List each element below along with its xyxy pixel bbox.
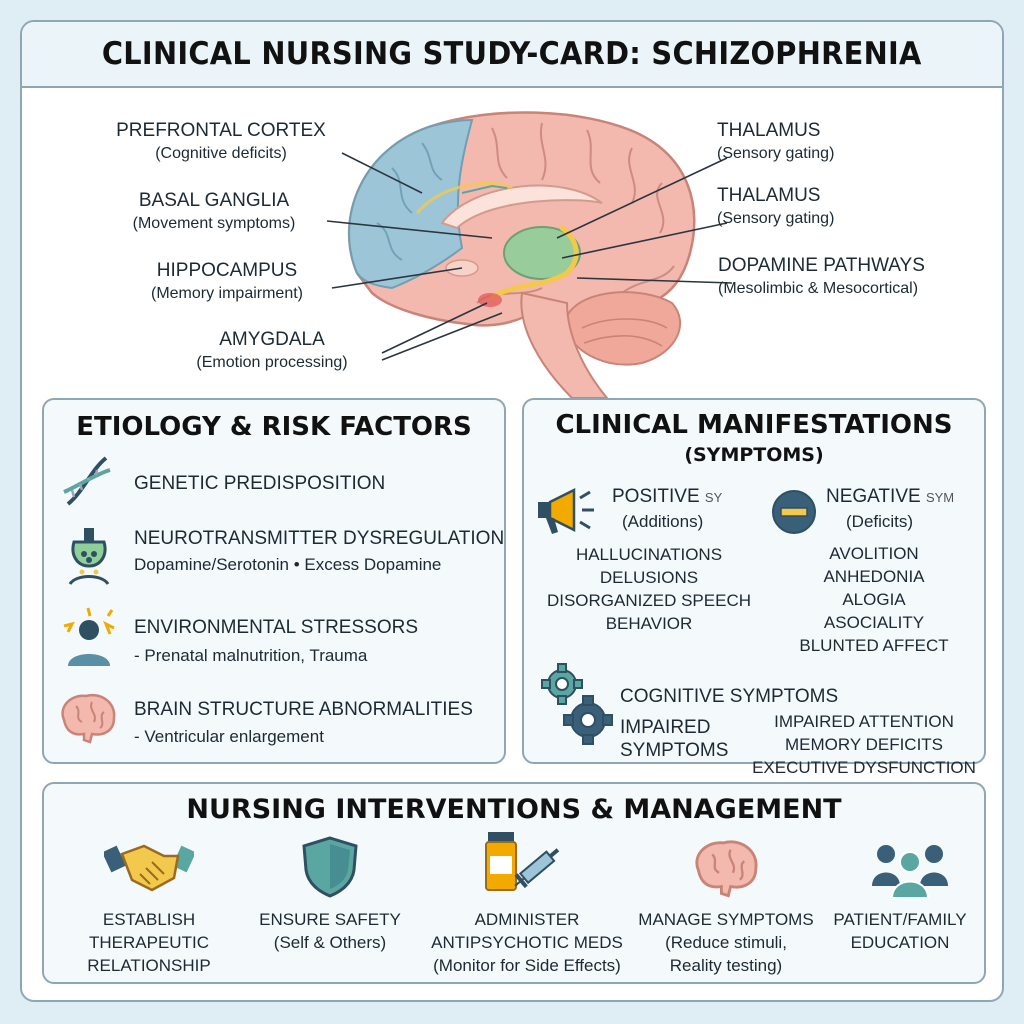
list-item: MEMORY DEFICITS — [784, 735, 944, 754]
cognitive-left: IMPAIRED SYMPTOMS — [620, 716, 728, 762]
shield-icon — [302, 836, 358, 898]
list-item: DISORGANIZED SPEECH — [546, 591, 752, 610]
prefrontal-cortex-shape — [348, 118, 474, 290]
list-item: IMPAIRED ATTENTION — [774, 712, 954, 731]
list-item: BLUNTED AFFECT — [799, 636, 949, 655]
label-prefrontal-cortex: PREFRONTAL CORTEX (Cognitive deficits) — [116, 120, 326, 162]
negative-list: AVOLITION ANHEDONIA ALOGIA ASOCIALITY BL… — [784, 542, 964, 657]
intervention-item: MANAGE SYMPTOMS (Reduce stimuli, Reality… — [638, 910, 814, 975]
etiology-item-detail: - Prenatal malnutrition, Trauma — [134, 646, 368, 665]
etiology-heading: ETIOLOGY & RISK FACTORS — [76, 412, 472, 442]
megaphone-icon — [538, 487, 594, 534]
manifestations-panel: CLINICAL MANIFESTATIONS (SYMPTOMS) POSIT… — [522, 398, 986, 777]
positive-title: POSITIVE SY — [612, 486, 723, 507]
gears-icon — [541, 663, 613, 745]
list-item: ASOCIALITY — [823, 613, 925, 632]
cerebellum-shape — [566, 291, 682, 366]
etiology-item-title: GENETIC PREDISPOSITION — [134, 473, 386, 494]
title-bar: CLINICAL NURSING STUDY-CARD: SCHIZOPHREN… — [22, 22, 1002, 88]
positive-list: HALLUCINATIONS DELUSIONS DISORGANIZED SP… — [534, 543, 764, 635]
list-item: DELUSIONS — [599, 568, 699, 587]
brain-icon — [61, 693, 116, 744]
stressed-person-icon — [63, 607, 115, 666]
cognitive-title: COGNITIVE SYMPTOMS — [620, 686, 839, 707]
negative-subtitle: (Deficits) — [846, 512, 914, 531]
page-title: CLINICAL NURSING STUDY-CARD: SCHIZOPHREN… — [102, 36, 922, 72]
brain-diagram — [326, 111, 733, 398]
list-item: ANHEDONIA — [823, 567, 925, 586]
corpus-callosum-shape — [440, 184, 603, 230]
thalamus-shape — [503, 226, 581, 280]
brain-icon — [695, 840, 758, 898]
list-item: IMPAIRED — [620, 717, 711, 738]
manifestations-heading: CLINICAL MANIFESTATIONS — [555, 410, 953, 440]
amygdala-shape — [478, 293, 502, 307]
list-item: BEHAVIOR — [605, 614, 693, 633]
label-hippocampus: HIPPOCAMPUS (Memory impairment) — [150, 260, 303, 302]
intervention-item: ENSURE SAFETY (Self & Others) — [259, 910, 401, 952]
negative-title: NEGATIVE SYM — [826, 486, 955, 507]
interventions-panel: NURSING INTERVENTIONS & MANAGEMENT ESTAB… — [42, 782, 986, 984]
positive-subtitle: (Additions) — [622, 512, 704, 531]
study-card: CLINICAL NURSING STUDY-CARD: SCHIZOPHREN… — [20, 20, 1004, 1002]
label-basal-ganglia: BASAL GANGLIA (Movement symptoms) — [132, 190, 296, 232]
dna-icon — [63, 456, 111, 506]
manifestations-subheading: (SYMPTOMS) — [684, 444, 824, 466]
brainstem-shape — [520, 291, 609, 398]
etiology-item-detail: Dopamine/Serotonin • Excess Dopamine — [134, 555, 442, 574]
dopamine-pathway-shape — [489, 225, 579, 301]
list-item: EXECUTIVE DYSFUNCTION — [752, 758, 976, 777]
intervention-item: ESTABLISH THERAPEUTIC RELATIONSHIP — [87, 910, 211, 975]
cognitive-right: IMPAIRED ATTENTION MEMORY DEFICITS EXECU… — [746, 710, 982, 779]
list-item: ALOGIA — [842, 590, 906, 609]
minus-circle-icon — [772, 490, 816, 534]
family-group-icon — [872, 845, 948, 898]
list-item: HALLUCINATIONS — [575, 545, 723, 564]
etiology-item-title: NEUROTRANSMITTER DYSREGULATION — [134, 528, 505, 549]
label-thalamus-2: THALAMUS (Sensory gating) — [717, 185, 835, 227]
interventions-heading: NURSING INTERVENTIONS & MANAGEMENT — [186, 794, 842, 825]
etiology-item-detail: - Ventricular enlargement — [134, 727, 324, 746]
list-item: SYMPTOMS — [620, 740, 729, 761]
etiology-panel: ETIOLOGY & RISK FACTORS GENETIC PREDISPO… — [42, 398, 506, 764]
medication-syringe-icon — [485, 832, 560, 891]
handshake-icon — [104, 844, 194, 892]
intervention-item: ADMINISTER ANTIPSYCHOTIC MEDS (Monitor f… — [431, 910, 623, 975]
etiology-item-title: ENVIRONMENTAL STRESSORS — [134, 617, 418, 638]
neuron-synapse-icon — [68, 528, 110, 586]
label-dopamine-pathways: DOPAMINE PATHWAYS (Mesolimbic & Mesocort… — [718, 255, 925, 297]
list-item: AVOLITION — [829, 544, 919, 563]
etiology-item-title: BRAIN STRUCTURE ABNORMALITIES — [134, 699, 473, 720]
label-thalamus-1: THALAMUS (Sensory gating) — [717, 120, 835, 162]
label-amygdala: AMYGDALA (Emotion processing) — [196, 329, 348, 371]
intervention-item: PATIENT/FAMILY EDUCATION — [833, 910, 967, 952]
